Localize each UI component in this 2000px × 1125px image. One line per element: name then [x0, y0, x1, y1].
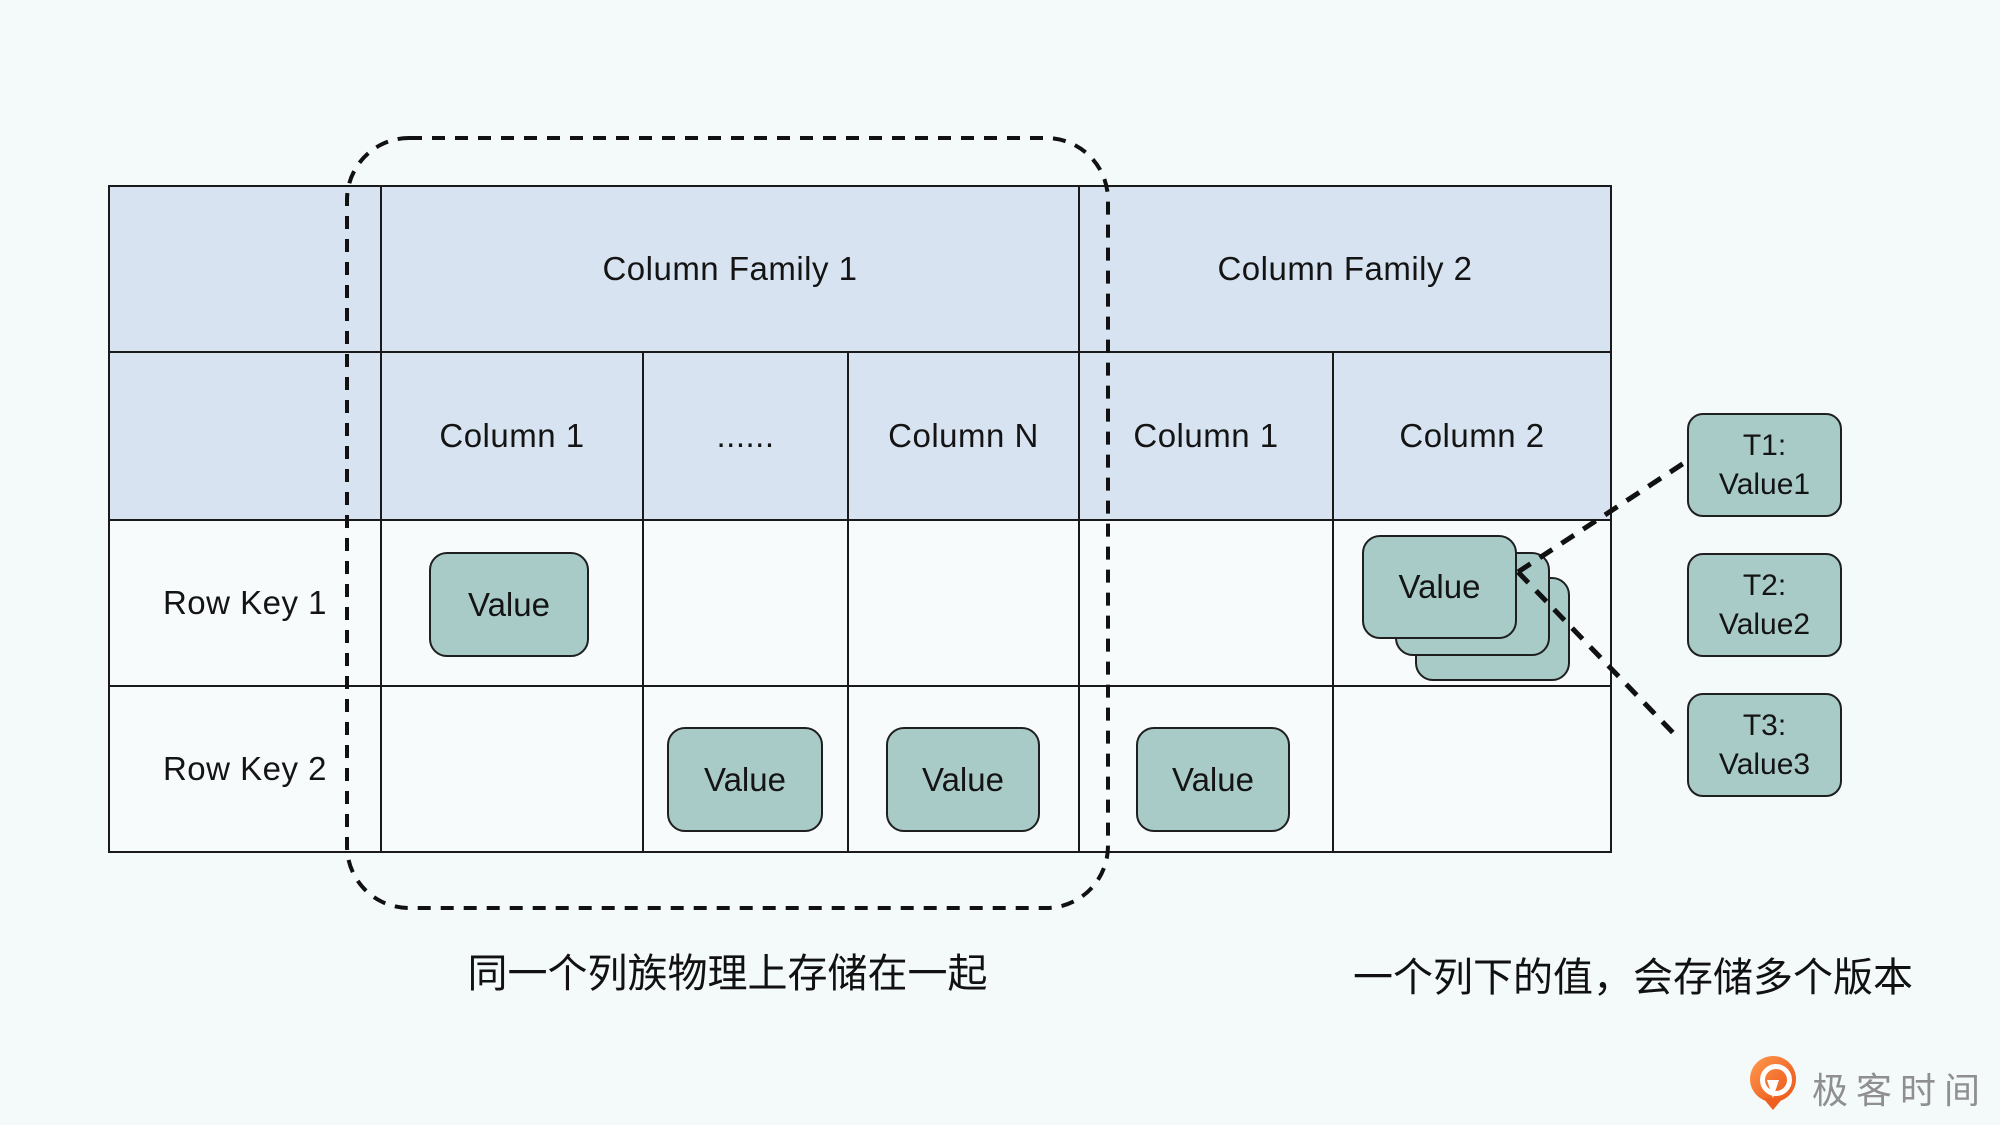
- cf2-column-1-header: Column 1: [1078, 351, 1334, 521]
- t3-version-box: T3: Value3: [1687, 693, 1842, 797]
- data-model-table: Column Family 1 Column Family 2 Column 1…: [108, 185, 1612, 853]
- table-cell: [642, 519, 849, 687]
- cf1-column-n-header: Column N: [847, 351, 1080, 521]
- t3-value-label: Value3: [1718, 748, 1811, 781]
- t1-version-box: T1: Value1: [1687, 413, 1842, 517]
- right-caption: 一个列下的值，会存储多个版本: [1353, 956, 1913, 1000]
- table-cell: [1078, 519, 1334, 687]
- column-family-1-header: Column Family 1: [380, 185, 1080, 353]
- row-key-1-cell: Row Key 1: [108, 519, 382, 687]
- column-family-2-header: Column Family 2: [1078, 185, 1612, 353]
- geektime-logo-icon: [1750, 1056, 1798, 1116]
- t2-value-label: Value2: [1718, 608, 1811, 641]
- t1-value-label: Value1: [1718, 468, 1811, 501]
- table-cell: [847, 519, 1080, 687]
- logo-white-wedge: [1767, 1080, 1779, 1098]
- value-box-rowkey2-ellipsis: Value: [667, 727, 823, 832]
- t3-time-label: T3:: [1742, 709, 1787, 742]
- geektime-logo: 极客时间: [1750, 1052, 1990, 1118]
- corner-cell: [108, 185, 382, 353]
- row-key-2-cell: Row Key 2: [108, 685, 382, 853]
- cf1-column-1-header: Column 1: [380, 351, 644, 521]
- t2-version-box: T2: Value2: [1687, 553, 1842, 657]
- t1-time-label: T1:: [1742, 429, 1787, 462]
- table-cell: [380, 685, 644, 853]
- value-stack-front: Value: [1362, 535, 1517, 639]
- cf2-column-2-header: Column 2: [1332, 351, 1612, 521]
- logo-tail: [1763, 1098, 1783, 1110]
- table-cell: [1332, 685, 1612, 853]
- cf1-ellipsis-header: ......: [642, 351, 849, 521]
- value-box-rowkey2-cf2col1: Value: [1136, 727, 1290, 832]
- left-caption: 同一个列族物理上存储在一起: [467, 952, 988, 996]
- value-box-rowkey1-cf1col1: Value: [429, 552, 589, 657]
- corner-cell: [108, 351, 382, 521]
- value-box-rowkey2-colN: Value: [886, 727, 1040, 832]
- geektime-logo-text: 极客时间: [1812, 1070, 1989, 1111]
- t2-time-label: T2:: [1742, 569, 1787, 602]
